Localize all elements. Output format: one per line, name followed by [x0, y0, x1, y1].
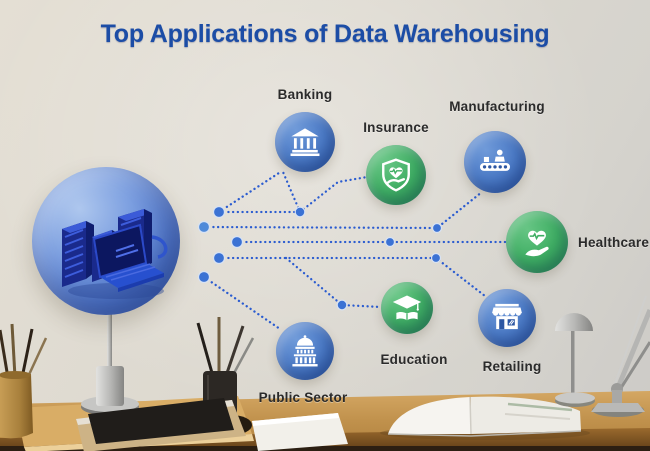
conveyor-worker-icon: [479, 149, 511, 171]
public-sector-label: Public Sector: [258, 390, 348, 405]
architect-lamp: [591, 295, 650, 417]
insurance-label: Insurance: [363, 120, 429, 135]
paper-sheet: [252, 413, 348, 451]
shield-heart-icon: [382, 158, 410, 192]
healthcare-label: Healthcare: [578, 235, 650, 250]
banking-app-circle: [275, 112, 335, 172]
line-banking-right: [281, 170, 302, 214]
public-sector-app-circle: [276, 322, 334, 380]
bank-icon: [290, 128, 320, 157]
data-warehouse-sphere: [32, 167, 180, 315]
laptop: [92, 223, 164, 292]
network-cable: [151, 235, 168, 259]
sphere-stand-pole: [107, 300, 112, 408]
education-app-circle: [381, 282, 433, 334]
storefront-icon: [492, 303, 522, 330]
line-education: [284, 256, 383, 309]
manufacturing-label: Manufacturing: [449, 99, 545, 114]
retailing-label: Retailing: [482, 359, 542, 374]
retailing-app-circle: [478, 289, 536, 347]
sphere-stand-base: [81, 366, 139, 416]
connector-nodes: [197, 205, 443, 311]
page-title: Top Applications of Data Warehousing: [100, 20, 550, 48]
open-book: [380, 396, 590, 440]
hand-heart-icon: [525, 230, 549, 257]
desk-bottom-shadow: [0, 446, 650, 451]
education-label: Education: [380, 352, 448, 367]
capitol-icon: [292, 335, 318, 367]
server-tower-left: [62, 221, 94, 287]
line-banking-left: [217, 169, 284, 214]
servers-laptop-illustration: [62, 209, 168, 299]
line-public-sector: [202, 275, 282, 331]
healthcare-app-circle: [506, 211, 568, 273]
manufacturing-app-circle: [464, 131, 526, 193]
banking-label: Banking: [277, 87, 333, 102]
brush-cup-brass: [0, 323, 48, 439]
dome-lamp: [555, 313, 595, 407]
insurance-app-circle: [366, 145, 426, 205]
line-retailing: [217, 256, 487, 298]
black-notebook: [88, 398, 234, 444]
graduation-book-icon: [392, 295, 422, 321]
line-manufacturing: [202, 190, 484, 230]
line-insurance: [298, 175, 369, 214]
